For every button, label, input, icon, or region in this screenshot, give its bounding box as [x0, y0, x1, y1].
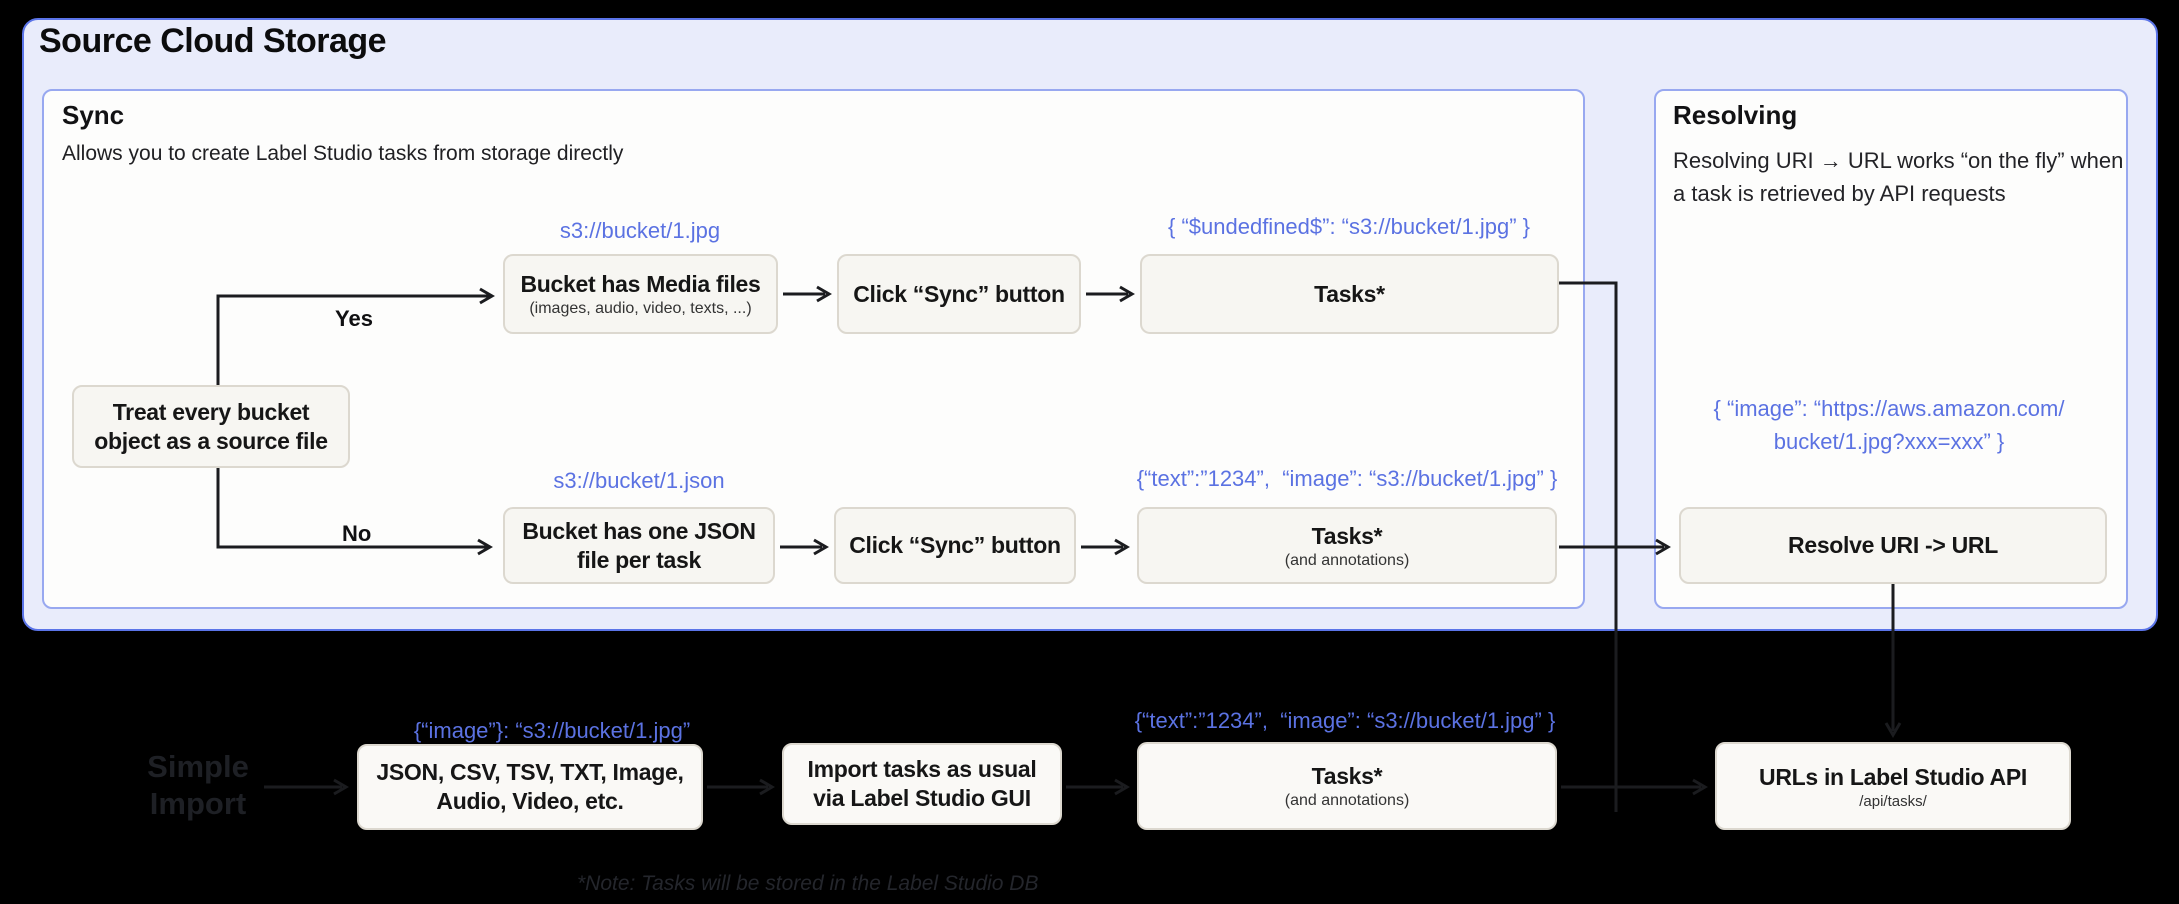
resolve-label: Resolve URI -> URL [1788, 532, 1998, 558]
resolve-node: Resolve URI -> URL [1679, 507, 2107, 584]
resolving-heading: Resolving [1673, 100, 1798, 130]
bottom-tasks-json-label: {“text”:”1234”, “image”: “s3://bucket/1.… [1134, 708, 1556, 733]
json-file-node: Bucket has one JSON file per task [503, 507, 775, 584]
formats-json-label: {“image”}: “s3://bucket/1.jpg” [413, 718, 691, 743]
json-uri-label: s3://bucket/1.json [553, 468, 725, 493]
tasks-node-2: Tasks* (and annotations) [1137, 507, 1557, 584]
yes-label: Yes [335, 306, 373, 331]
resolved-json-label: { “image”: “https://aws.amazon.com/ buck… [1654, 392, 2124, 458]
sync-subtitle: Allows you to create Label Studio tasks … [62, 142, 624, 165]
json-file-title: Bucket has one JSON file per task [522, 517, 756, 573]
resolving-description: Resolving URI → URL works “on the fly” w… [1673, 148, 2124, 206]
simple-import-label: Simple Import [147, 749, 249, 821]
tasks2-json-label: {“text”:”1234”, “image”: “s3://bucket/1.… [1136, 466, 1558, 491]
no-label: No [342, 521, 372, 546]
connector-simple-to-formats [264, 778, 349, 796]
tasks2-subtitle: (and annotations) [1284, 551, 1410, 569]
bottom-tasks-node: Tasks* (and annotations) [1137, 742, 1557, 830]
sync-button-node-2: Click “Sync” button [834, 507, 1076, 584]
sync-button-label-1: Click “Sync” button [853, 280, 1065, 307]
media-files-node: Bucket has Media files (images, audio, v… [503, 254, 778, 334]
bottom-tasks-subtitle: (and annotations) [1284, 792, 1410, 809]
decision-node: Treat every bucket object as a source fi… [72, 385, 350, 468]
sync-heading: Sync [62, 100, 125, 130]
urls-path: /api/tasks/ [1859, 792, 1927, 810]
formats-node: JSON, CSV, TSV, TXT, Image, Audio, Video… [357, 744, 703, 830]
sync-button-node-1: Click “Sync” button [837, 254, 1081, 334]
media-files-title: Bucket has Media files [520, 271, 761, 297]
media-files-subtitle: (images, audio, video, texts, ...) [529, 300, 752, 317]
page-title: Source Cloud Storage [39, 22, 387, 60]
import-gui-label: Import tasks as usual via Label Studio G… [807, 756, 1037, 811]
bottom-tasks-title: Tasks* [1311, 763, 1383, 789]
connector-tasks3-to-urls [1561, 778, 1708, 796]
tasks2-title: Tasks* [1311, 522, 1383, 549]
media-uri-label: s3://bucket/1.jpg [559, 218, 721, 243]
urls-title: URLs in Label Studio API [1759, 763, 2027, 790]
urls-node: URLs in Label Studio API /api/tasks/ [1715, 742, 2071, 830]
sync-button-label-2: Click “Sync” button [849, 532, 1061, 558]
import-gui-node: Import tasks as usual via Label Studio G… [782, 743, 1062, 825]
resolved-json-line2: bucket/1.jpg?xxx=xxx” } [1773, 429, 2005, 454]
note-text: *Note: Tasks will be stored in the Label… [577, 872, 1039, 895]
tasks1-title: Tasks* [1314, 280, 1385, 307]
decision-label: Treat every bucket object as a source fi… [94, 398, 328, 454]
resolved-json-line1: { “image”: “https://aws.amazon.com/ [1713, 396, 2065, 421]
tasks-node-1: Tasks* [1140, 254, 1559, 334]
tasks1-json-label: { “$undedfined$”: “s3://bucket/1.jpg” } [1167, 214, 1531, 239]
connector-formats-to-import [707, 778, 775, 796]
formats-label: JSON, CSV, TSV, TXT, Image, Audio, Video… [376, 759, 684, 814]
connector-import-to-tasks3 [1066, 778, 1130, 796]
